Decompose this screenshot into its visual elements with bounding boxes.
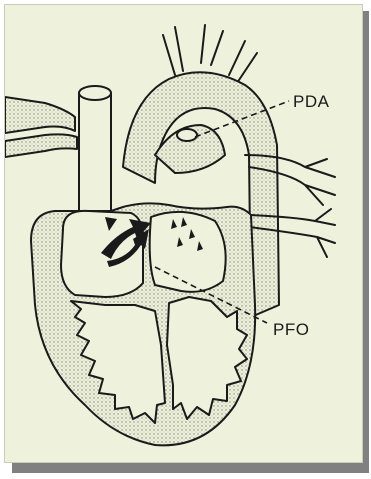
left-upper-vessel	[5, 97, 75, 133]
heart-diagram: PDA PFO	[5, 5, 362, 462]
left-atrium	[150, 212, 226, 292]
pda-label: PDA	[293, 92, 330, 111]
svc-opening	[79, 86, 111, 100]
ductus-lumen	[177, 129, 197, 141]
left-lower-vessel	[5, 134, 77, 157]
pfo-label: PFO	[273, 320, 309, 339]
slide: PDA PFO	[4, 4, 363, 463]
superior-vena-cava	[79, 93, 111, 211]
